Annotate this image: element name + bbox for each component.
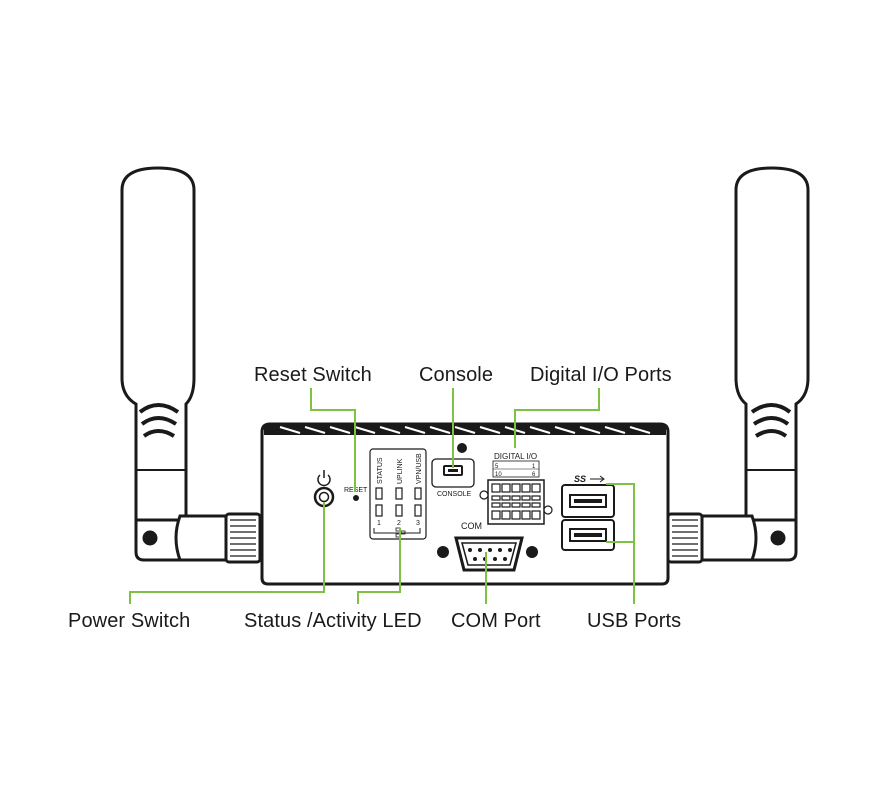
console-label: CONSOLE [437,491,472,498]
dio-pin-5: 5 [495,464,499,470]
led-vpn-2 [414,504,422,517]
com-port[interactable]: COM [437,521,538,572]
usb-ports[interactable]: SS [561,474,615,551]
right-antenna [666,166,810,564]
led-label-uplink: UPLINK [397,458,404,484]
led-uplink-1 [395,487,403,500]
led-uplink-2 [395,504,403,517]
reset-switch[interactable]: RESET [344,487,368,501]
console-callout: Console [419,364,494,386]
left-antenna [120,166,262,564]
status-led-panel: STATUS UPLINK VPN/USB 1 2 3 [369,448,427,540]
com-port-callout: COM Port [451,610,541,632]
power-switch-callout: Power Switch [68,610,191,632]
dio-pin-6: 6 [532,472,536,478]
console-port[interactable]: CONSOLE [431,443,475,498]
digital-io-callout-line [514,388,600,448]
reset-switch-callout: Reset Switch [254,364,372,386]
status-activity-led-callout: Status /Activity LED [244,610,422,632]
dio-pin-1: 1 [532,464,536,470]
led-vpn-1 [414,487,422,500]
callout-lines [129,388,635,604]
dio-pin-10: 10 [495,472,502,478]
led-callout-line [357,528,401,604]
led-number-3: 3 [416,520,420,527]
led-status-1 [375,487,383,500]
led-status-2 [375,504,383,517]
power-callout-line [129,502,325,604]
led-number-2: 2 [397,520,401,527]
usb-superspeed-icon: SS [574,474,586,484]
led-label-status: STATUS [377,457,384,484]
reset-label: RESET [344,487,368,494]
usb-ports-callout: USB Ports [587,610,682,632]
reset-callout-line [310,388,356,492]
led-label-vpn-usb: VPN/USB [416,453,423,484]
usb-callout-line [606,483,635,604]
power-icon [317,470,331,487]
digital-io-label: DIGITAL I/O [494,452,537,461]
digital-io-ports-callout: Digital I/O Ports [530,364,672,386]
digital-io-ports[interactable]: DIGITAL I/O 5 1 10 6 [479,452,553,525]
led-number-1: 1 [377,520,381,527]
com-label: COM [461,521,482,531]
